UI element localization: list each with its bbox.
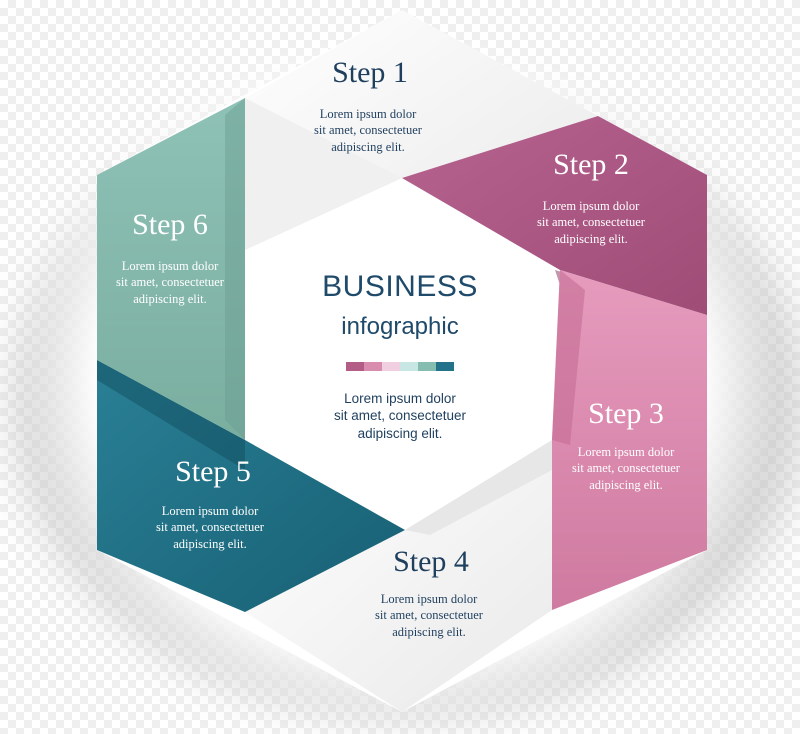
step-5-block: Step 5 Lorem ipsum dolor sit amet, conse…: [156, 455, 265, 551]
step-5-title: Step 5: [175, 455, 251, 488]
center-subtitle: infographic: [341, 313, 458, 340]
step-1-desc-line-2: sit amet, consectetuer: [314, 123, 423, 137]
center-color-strip: [346, 362, 454, 371]
step-1-block: Step 1 Lorem ipsum dolor sit amet, conse…: [314, 56, 423, 154]
color-strip-swatch: [418, 362, 436, 371]
segment-step-5-fold: [97, 360, 245, 470]
segment-step-1-fold: [245, 98, 402, 250]
segment-step-3-fold: [552, 270, 585, 445]
color-strip-swatch: [364, 362, 382, 371]
step-3-block: Step 3 Lorem ipsum dolor sit amet, conse…: [572, 397, 681, 492]
center-title: BUSINESS: [322, 270, 478, 303]
step-6-block: Step 6 Lorem ipsum dolor sit amet, conse…: [116, 208, 225, 306]
segment-step-2: [402, 116, 707, 315]
step-4-desc-line-2: sit amet, consectetuer: [375, 608, 484, 622]
segment-step-6: [97, 98, 245, 440]
step-5-desc-line-2: sit amet, consectetuer: [156, 520, 265, 534]
step-4-block: Step 4 Lorem ipsum dolor sit amet, conse…: [375, 545, 484, 639]
step-2-desc-line-2: sit amet, consectetuer: [537, 215, 646, 229]
step-6-desc-line-2: sit amet, consectetuer: [116, 275, 225, 289]
step-3-title: Step 3: [588, 397, 664, 430]
step-2-desc-line-1: Lorem ipsum dolor: [543, 199, 640, 213]
step-1-title: Step 1: [332, 56, 408, 89]
step-6-desc-line-3: adipiscing elit.: [133, 292, 207, 306]
step-6-title: Step 6: [132, 208, 208, 241]
step-6-desc-line-1: Lorem ipsum dolor: [122, 259, 219, 273]
step-2-desc-line-3: adipiscing elit.: [554, 232, 628, 246]
color-strip-swatch: [346, 362, 364, 371]
step-4-desc-line-3: adipiscing elit.: [392, 625, 466, 639]
step-2-block: Step 2 Lorem ipsum dolor sit amet, conse…: [537, 148, 646, 246]
segment-step-3: [552, 270, 707, 610]
step-1-desc-line-3: adipiscing elit.: [331, 140, 405, 154]
step-2-title: Step 2: [553, 148, 629, 181]
center-block: BUSINESS infographic Lorem ipsum dolor s…: [322, 270, 478, 441]
step-5-desc-line-1: Lorem ipsum dolor: [162, 504, 259, 518]
center-desc-line-2: sit amet, consectetuer: [334, 408, 467, 423]
center-desc-line-1: Lorem ipsum dolor: [344, 391, 456, 406]
step-3-desc-line-1: Lorem ipsum dolor: [578, 445, 675, 459]
segment-step-4-fold: [405, 440, 552, 535]
segment-step-6-fold: [225, 98, 245, 440]
step-4-desc-line-1: Lorem ipsum dolor: [381, 592, 478, 606]
color-strip-swatch: [436, 362, 454, 371]
step-5-desc-line-3: adipiscing elit.: [173, 537, 247, 551]
step-3-desc-line-2: sit amet, consectetuer: [572, 461, 681, 475]
color-strip-swatch: [382, 362, 400, 371]
step-1-desc-line-1: Lorem ipsum dolor: [320, 107, 417, 121]
color-strip-swatch: [400, 362, 418, 371]
center-desc-line-3: adipiscing elit.: [358, 426, 443, 441]
step-3-desc-line-3: adipiscing elit.: [589, 478, 663, 492]
step-4-title: Step 4: [393, 545, 469, 578]
